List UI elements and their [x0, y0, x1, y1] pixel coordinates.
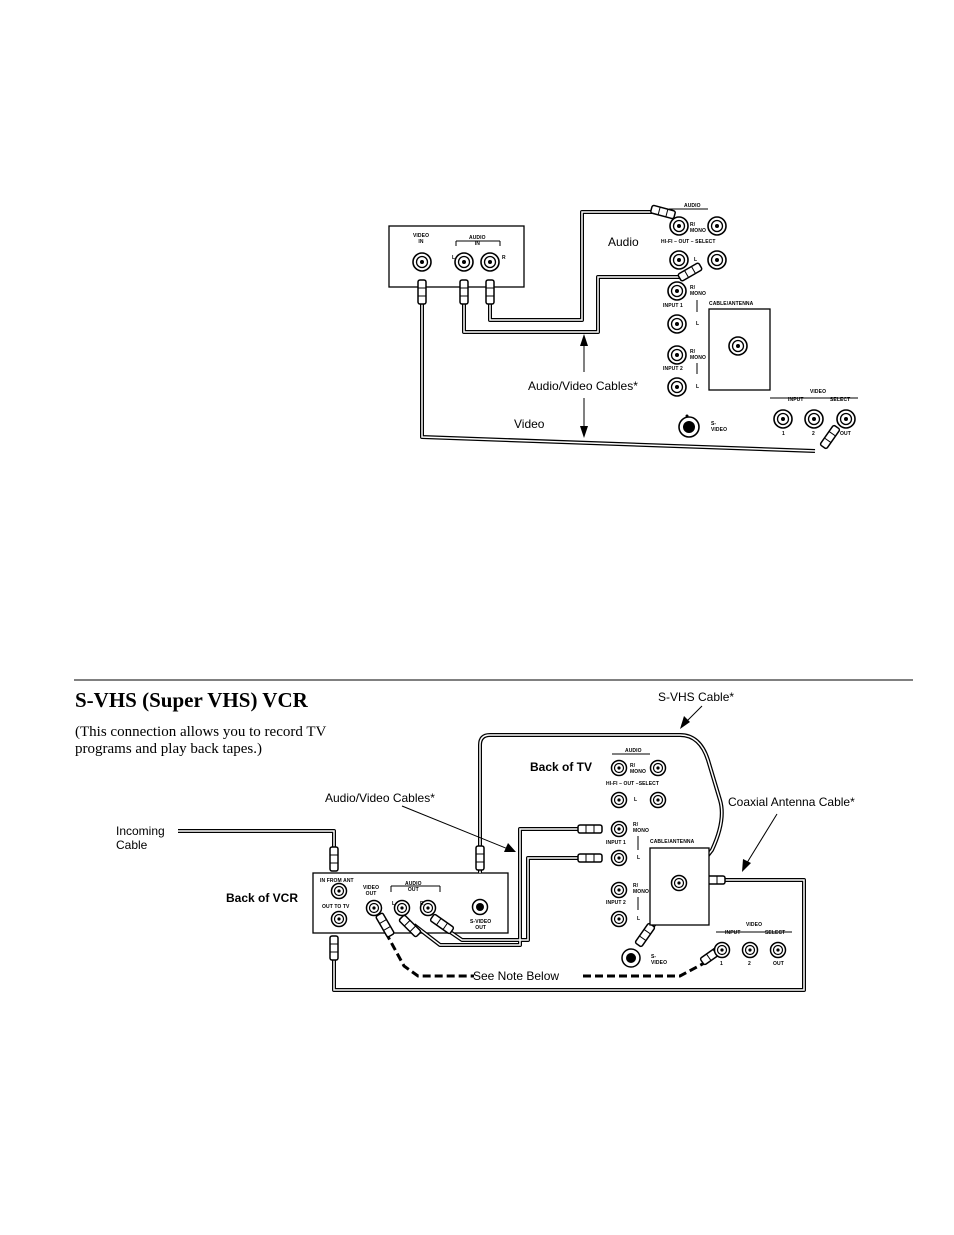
av-cables-label-2: Audio/Video Cables*: [325, 791, 435, 805]
panel-cable-antenna-label: CABLE/ANTENNA: [709, 301, 754, 307]
panel2-svideo-label: S- VIDEO: [651, 954, 668, 966]
panel-out-label: OUT: [840, 431, 851, 437]
panel-l-label-3: L: [696, 384, 700, 390]
vcr-video-out-label: VIDEO OUT: [363, 885, 380, 897]
tv-audio-in-label: AUDIO IN: [469, 235, 486, 247]
av-cables-label: Audio/Video Cables*: [528, 379, 638, 393]
panel-select-label: SELECT: [830, 397, 851, 403]
vcr-audio-r-label: R: [420, 901, 424, 907]
panel-audio-header: AUDIO: [684, 203, 701, 209]
panel2-r-mono-2: R/ MONO: [633, 822, 649, 834]
panel-r-mono-2: R/ MONO: [690, 285, 706, 297]
panel2-audio-header: AUDIO: [625, 748, 642, 754]
panel2-input2-label: INPUT 2: [606, 900, 626, 906]
panel2-cable-antenna-label: CABLE/ANTENNA: [650, 839, 695, 845]
panel2-input-label: INPUT: [725, 930, 741, 936]
section-subtitle: (This connection allows you to record TV…: [75, 724, 327, 757]
panel-video-header: VIDEO: [810, 389, 827, 395]
panel-svideo-label: S- VIDEO: [711, 421, 728, 433]
audio-label: Audio: [608, 235, 639, 249]
back-of-tv-label: Back of TV: [530, 760, 593, 774]
panel-input-label: INPUT: [788, 397, 804, 403]
see-note-label: See Note Below: [473, 969, 560, 983]
panel2-r-mono-1: R/ MONO: [630, 763, 646, 775]
vcr-svideo-out-label: S-VIDEO OUT: [470, 919, 492, 931]
panel2-out-label: OUT: [773, 961, 784, 967]
back-of-vcr-label: Back of VCR: [226, 891, 299, 905]
video-label: Video: [514, 417, 545, 431]
vcr-out-to-tv-label: OUT TO TV: [322, 904, 350, 910]
panel-input-2-num: 2: [812, 431, 815, 437]
tv-video-in-label: VIDEO IN: [413, 233, 430, 245]
panel-l-label-2: L: [696, 321, 700, 327]
tv-audio-l-label: L: [452, 255, 456, 261]
panel-l-label-1: L: [694, 257, 698, 263]
vcr-in-from-ant-label: IN FROM ANT: [320, 878, 354, 884]
tv-audio-r-label: R: [502, 255, 506, 261]
vcr-audio-out-label: AUDIO OUT: [405, 881, 422, 893]
panel2-l-label-1: L: [634, 797, 638, 803]
panel-input-1-num: 1: [782, 431, 785, 437]
panel2-r-mono-3: R/ MONO: [633, 883, 649, 895]
panel2-hifi-label: HI-FI – OUT –SELECT: [606, 781, 660, 787]
svhs-cable-label: S-VHS Cable*: [658, 690, 735, 704]
panel2-input-1-num: 1: [720, 961, 723, 967]
panel-r-mono-1: R/ MONO: [690, 222, 706, 234]
coax-cable-label: Coaxial Antenna Cable*: [728, 795, 855, 809]
incoming-cable-label: Incoming Cable: [116, 824, 165, 852]
section-title: S-VHS (Super VHS) VCR: [75, 688, 308, 712]
panel-hifi-label: HI-FI – OUT – SELECT: [661, 239, 716, 245]
panel2-l-label-2: L: [637, 855, 641, 861]
vcr-audio-l-label: L: [392, 901, 396, 907]
panel-r-mono-3: R/ MONO: [690, 349, 706, 361]
panel-input2-label: INPUT 2: [663, 366, 683, 372]
panel2-l-label-3: L: [637, 916, 641, 922]
panel2-select-label: SELECT: [765, 930, 786, 936]
panel2-video-header: VIDEO: [746, 922, 763, 928]
panel2-input1-label: INPUT 1: [606, 840, 626, 846]
panel-input1-label: INPUT 1: [663, 303, 683, 309]
panel2-input-2-num: 2: [748, 961, 751, 967]
